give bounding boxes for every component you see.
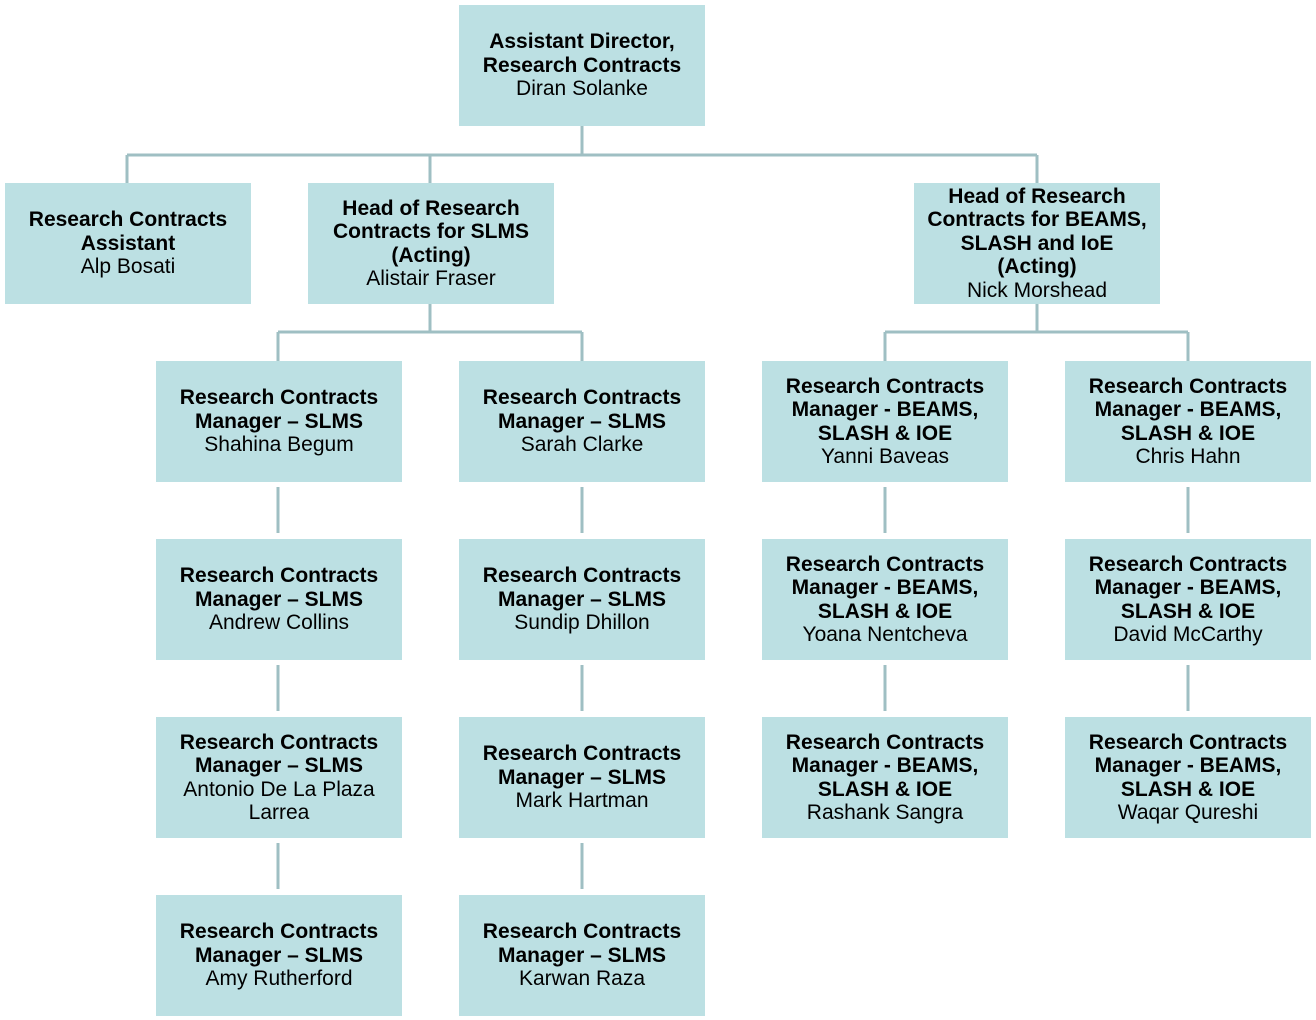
org-node-slms-manager: Research Contracts Manager – SLMS Amy Ru… bbox=[156, 895, 402, 1016]
node-role: Research Contracts Manager - BEAMS, SLAS… bbox=[1088, 552, 1288, 623]
node-person: Karwan Raza bbox=[518, 967, 646, 991]
node-role: Research Contracts Manager – SLMS bbox=[179, 730, 379, 778]
node-role: Research Contracts Manager - BEAMS, SLAS… bbox=[785, 374, 985, 445]
node-person: Chris Hahn bbox=[1135, 445, 1241, 468]
node-person: Nick Morshead bbox=[966, 278, 1108, 302]
org-node-beams-manager: Research Contracts Manager - BEAMS, SLAS… bbox=[762, 539, 1008, 660]
node-role: Assistant Director, Research Contracts bbox=[482, 30, 682, 77]
org-node-slms-manager: Research Contracts Manager – SLMS Antoni… bbox=[156, 717, 402, 838]
node-role: Research Contracts Manager – SLMS bbox=[179, 564, 379, 611]
node-role: Research Contracts Manager – SLMS bbox=[482, 386, 682, 433]
org-node-assistant-director: Assistant Director, Research Contracts D… bbox=[459, 5, 705, 126]
node-person: Antonio De La Plaza Larrea bbox=[183, 777, 375, 825]
org-node-beams-manager: Research Contracts Manager - BEAMS, SLAS… bbox=[1065, 717, 1311, 838]
node-role: Head of Research Contracts for BEAMS, SL… bbox=[927, 184, 1147, 279]
org-node-slms-manager: Research Contracts Manager – SLMS Sarah … bbox=[459, 361, 705, 482]
node-person: David McCarthy bbox=[1113, 623, 1263, 646]
node-role: Research Contracts Manager – SLMS bbox=[179, 920, 379, 967]
node-person: Alp Bosati bbox=[80, 255, 176, 279]
node-role: Research Contracts Manager – SLMS bbox=[482, 742, 682, 789]
org-node-beams-manager: Research Contracts Manager - BEAMS, SLAS… bbox=[762, 361, 1008, 482]
node-role: Research Contracts Manager - BEAMS, SLAS… bbox=[1088, 374, 1288, 445]
node-person: Diran Solanke bbox=[516, 77, 648, 101]
org-node-beams-manager: Research Contracts Manager - BEAMS, SLAS… bbox=[1065, 539, 1311, 660]
org-node-head-beams: Head of Research Contracts for BEAMS, SL… bbox=[914, 183, 1160, 304]
org-node-beams-manager: Research Contracts Manager - BEAMS, SLAS… bbox=[1065, 361, 1311, 482]
org-node-slms-manager: Research Contracts Manager – SLMS Karwan… bbox=[459, 895, 705, 1016]
node-role: Research Contracts Manager – SLMS bbox=[482, 920, 682, 967]
node-role: Research Contracts Assistant bbox=[28, 208, 228, 255]
node-person: Waqar Qureshi bbox=[1117, 801, 1259, 824]
node-person: Sundip Dhillon bbox=[514, 611, 650, 635]
node-role: Research Contracts Manager - BEAMS, SLAS… bbox=[785, 552, 985, 623]
org-node-slms-manager: Research Contracts Manager – SLMS Sundip… bbox=[459, 539, 705, 660]
node-person: Amy Rutherford bbox=[205, 967, 353, 991]
node-person: Mark Hartman bbox=[515, 789, 649, 813]
org-node-beams-manager: Research Contracts Manager - BEAMS, SLAS… bbox=[762, 717, 1008, 838]
node-role: Research Contracts Manager – SLMS bbox=[179, 386, 379, 433]
node-person: Yoana Nentcheva bbox=[802, 623, 968, 646]
node-person: Andrew Collins bbox=[208, 611, 350, 635]
node-person: Yanni Baveas bbox=[820, 445, 950, 468]
node-role: Research Contracts Manager – SLMS bbox=[482, 564, 682, 611]
org-node-slms-manager: Research Contracts Manager – SLMS Shahin… bbox=[156, 361, 402, 482]
node-person: Shahina Begum bbox=[204, 433, 354, 457]
node-role: Research Contracts Manager - BEAMS, SLAS… bbox=[1088, 730, 1288, 801]
node-role: Head of Research Contracts for SLMS (Act… bbox=[332, 196, 529, 267]
org-node-contracts-assistant: Research Contracts Assistant Alp Bosati bbox=[5, 183, 251, 304]
node-role: Research Contracts Manager - BEAMS, SLAS… bbox=[785, 730, 985, 801]
org-node-slms-manager: Research Contracts Manager – SLMS Andrew… bbox=[156, 539, 402, 660]
org-node-slms-manager: Research Contracts Manager – SLMS Mark H… bbox=[459, 717, 705, 838]
node-person: Sarah Clarke bbox=[520, 433, 644, 457]
node-person: Rashank Sangra bbox=[806, 801, 964, 824]
org-node-head-slms: Head of Research Contracts for SLMS (Act… bbox=[308, 183, 554, 304]
node-person: Alistair Fraser bbox=[366, 267, 496, 290]
